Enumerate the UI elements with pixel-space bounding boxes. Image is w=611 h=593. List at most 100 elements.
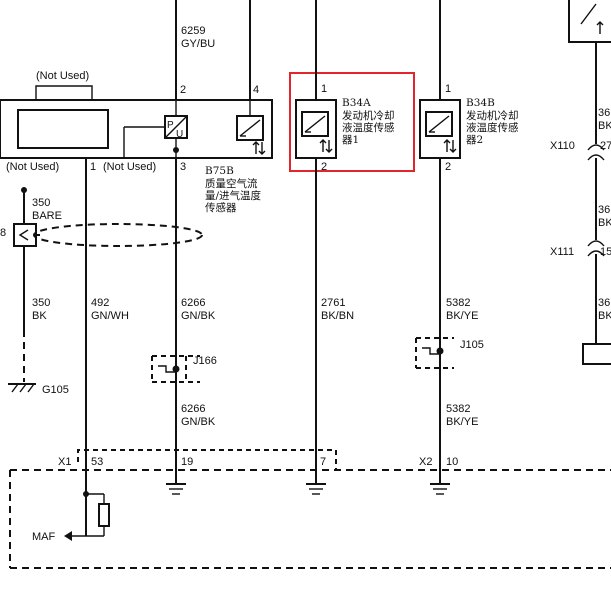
maf-not-used-left: (Not Used) <box>6 161 59 173</box>
maf-arrow-icon <box>64 531 72 541</box>
x1-pin-53: 53 <box>91 456 103 468</box>
shield-ellipse <box>33 223 203 247</box>
ground-wire-circuit: 350 <box>32 297 50 309</box>
maf-not-used-top: (Not Used) <box>36 70 89 82</box>
splice-j105 <box>415 337 454 369</box>
terminal-symbol-10 <box>430 483 450 495</box>
pullup-resistor-icon <box>98 503 110 527</box>
wire-6266a-color: GN/BK <box>181 310 216 322</box>
right-circuit-2: 36 <box>598 204 610 216</box>
highlight-box <box>289 72 415 172</box>
connector-x111: X111 <box>550 246 574 258</box>
maf-not-used-mid: (Not Used) <box>103 161 156 173</box>
b34a-name-line-2: 液温度传感 <box>342 121 395 134</box>
shield-pin: 8 <box>0 227 6 239</box>
ecm-maf-label: MAF <box>32 531 56 543</box>
wire-6266a-circuit: 6266 <box>181 297 205 309</box>
ecm-module-outline <box>9 469 611 569</box>
right-color-2: BK <box>598 217 611 229</box>
b34a-name-line-1: 发动机冷却 <box>342 109 395 122</box>
maf-input-circuit <box>64 491 110 541</box>
right-section <box>568 0 611 365</box>
b34a-ref: B34A <box>342 97 371 109</box>
maf-pin-4: 4 <box>253 84 259 96</box>
right-color-1: BK <box>598 120 611 132</box>
b34b-arrows-icon <box>443 139 457 153</box>
right-circuit-3: 36 <box>598 297 610 309</box>
right-circuit-1: 36 <box>598 107 610 119</box>
right-color-3: BK <box>598 310 611 322</box>
x1-pin-7: 7 <box>320 456 326 468</box>
maf-name-line-1: 质量空气流 <box>205 177 258 190</box>
shield-dot <box>21 187 27 193</box>
connector-x1: X1 <box>58 456 71 468</box>
updown-arrows-icon <box>252 141 266 155</box>
maf-sensor-element <box>17 109 109 149</box>
maf-name-line-2: 量/进气温度 <box>205 189 262 202</box>
b34a-pin-1: 1 <box>321 83 327 95</box>
b34b-name-line-3: 器2 <box>466 134 483 146</box>
pu-u: U <box>176 129 183 140</box>
b34b-pin-2: 2 <box>445 161 451 173</box>
maf-pin-3: 3 <box>180 161 186 173</box>
wire-492-color: GN/WH <box>91 310 129 322</box>
splice-j105-label: J105 <box>460 339 484 351</box>
splice-j166 <box>151 355 200 383</box>
not-used-bracket <box>35 85 93 100</box>
maf-pin-1: 1 <box>90 161 96 173</box>
b34a-arrows-icon <box>319 139 333 153</box>
x110-arc <box>587 144 605 151</box>
right-top-component <box>568 0 611 43</box>
connector-x110-pin: 27 <box>600 140 611 152</box>
pu-p: P <box>167 120 174 131</box>
maf-name-line-3: 传感器 <box>205 201 237 214</box>
pu-diagonal <box>164 115 188 139</box>
connector-x2: X2 <box>419 456 432 468</box>
right-bottom-component <box>582 343 611 365</box>
maf-pin-2: 2 <box>180 84 186 96</box>
thermistor-slash <box>239 119 261 137</box>
wire-6266b-color: GN/BK <box>181 416 216 428</box>
maf-sensor: (Not Used) P U 2 4 1 3 (Not Used) (Not U… <box>0 70 273 214</box>
splice-j166-label: J166 <box>193 355 217 367</box>
wire-6266b-circuit: 6266 <box>181 403 205 415</box>
maf-junction-dot <box>173 147 179 153</box>
ground-g105: G105 <box>42 384 69 396</box>
shield-chevron-icon <box>18 229 29 241</box>
shield-circuit: 350 <box>32 197 50 209</box>
ground-icon <box>8 383 36 393</box>
wire-5382b-circuit: 5382 <box>446 403 470 415</box>
b34a-slash <box>304 115 326 133</box>
wire-6259-color: GY/BU <box>181 38 215 50</box>
wire-2761-color: BK/BN <box>321 310 354 322</box>
wire-492-circuit: 492 <box>91 297 109 309</box>
b34b-ref: B34B <box>466 97 495 109</box>
maf-ref: B75B <box>205 165 234 177</box>
x111-arc <box>587 240 605 247</box>
x111-arc-2 <box>587 250 605 257</box>
wire-5382a-circuit: 5382 <box>446 297 470 309</box>
connector-x110: X110 <box>550 140 575 152</box>
terminal-symbol-19 <box>166 483 186 495</box>
wire-5382b-color: BK/YE <box>446 416 478 428</box>
sensor-b34a <box>295 99 337 159</box>
b34a-pin-2: 2 <box>321 161 327 173</box>
wire-2761-circuit: 2761 <box>321 297 345 309</box>
connector-x1-outline <box>77 449 337 470</box>
b34b-name-line-1: 发动机冷却 <box>466 109 519 122</box>
x110-arc-2 <box>587 154 605 161</box>
wire-5382a-color: BK/YE <box>446 310 478 322</box>
x1-pin-19: 19 <box>181 456 193 468</box>
wire-6259-circuit: 6259 <box>181 25 205 37</box>
ground-wire-color: BK <box>32 310 47 322</box>
b34b-pin-1: 1 <box>445 83 451 95</box>
terminal-symbol-7 <box>306 483 326 495</box>
shield-connector <box>13 223 37 247</box>
right-top-arrow-icon <box>596 21 604 34</box>
sensor-b34b <box>419 99 461 159</box>
b34a-name-line-3: 器1 <box>342 134 359 146</box>
connector-x111-pin: 15 <box>600 246 611 258</box>
b34b-slash <box>428 115 450 133</box>
x2-pin-10: 10 <box>446 456 458 468</box>
